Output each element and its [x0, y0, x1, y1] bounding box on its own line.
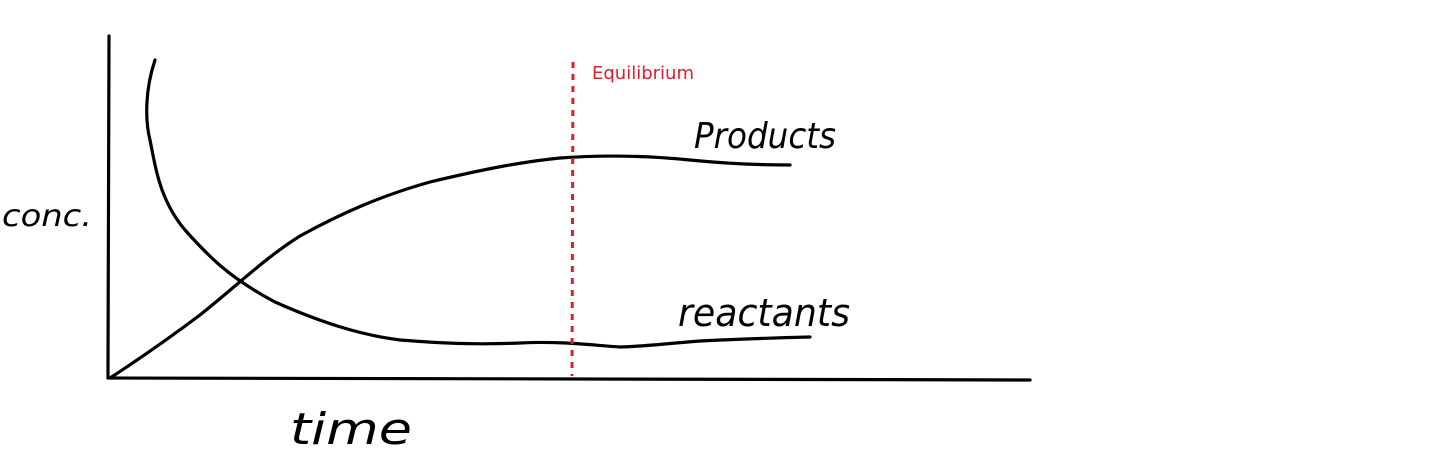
- y-axis: [106, 34, 111, 380]
- y-axis-label: conc.: [2, 199, 92, 234]
- equilibrium-line: [570, 61, 575, 377]
- reactants-curve: [145, 58, 812, 349]
- products-curve: [108, 154, 792, 380]
- x-axis-label: time: [290, 404, 412, 455]
- x-axis: [106, 376, 1032, 382]
- equilibrium-label: Equilibrium: [592, 63, 694, 84]
- reactants-label: reactants: [678, 291, 850, 335]
- products-label: Products: [694, 116, 836, 157]
